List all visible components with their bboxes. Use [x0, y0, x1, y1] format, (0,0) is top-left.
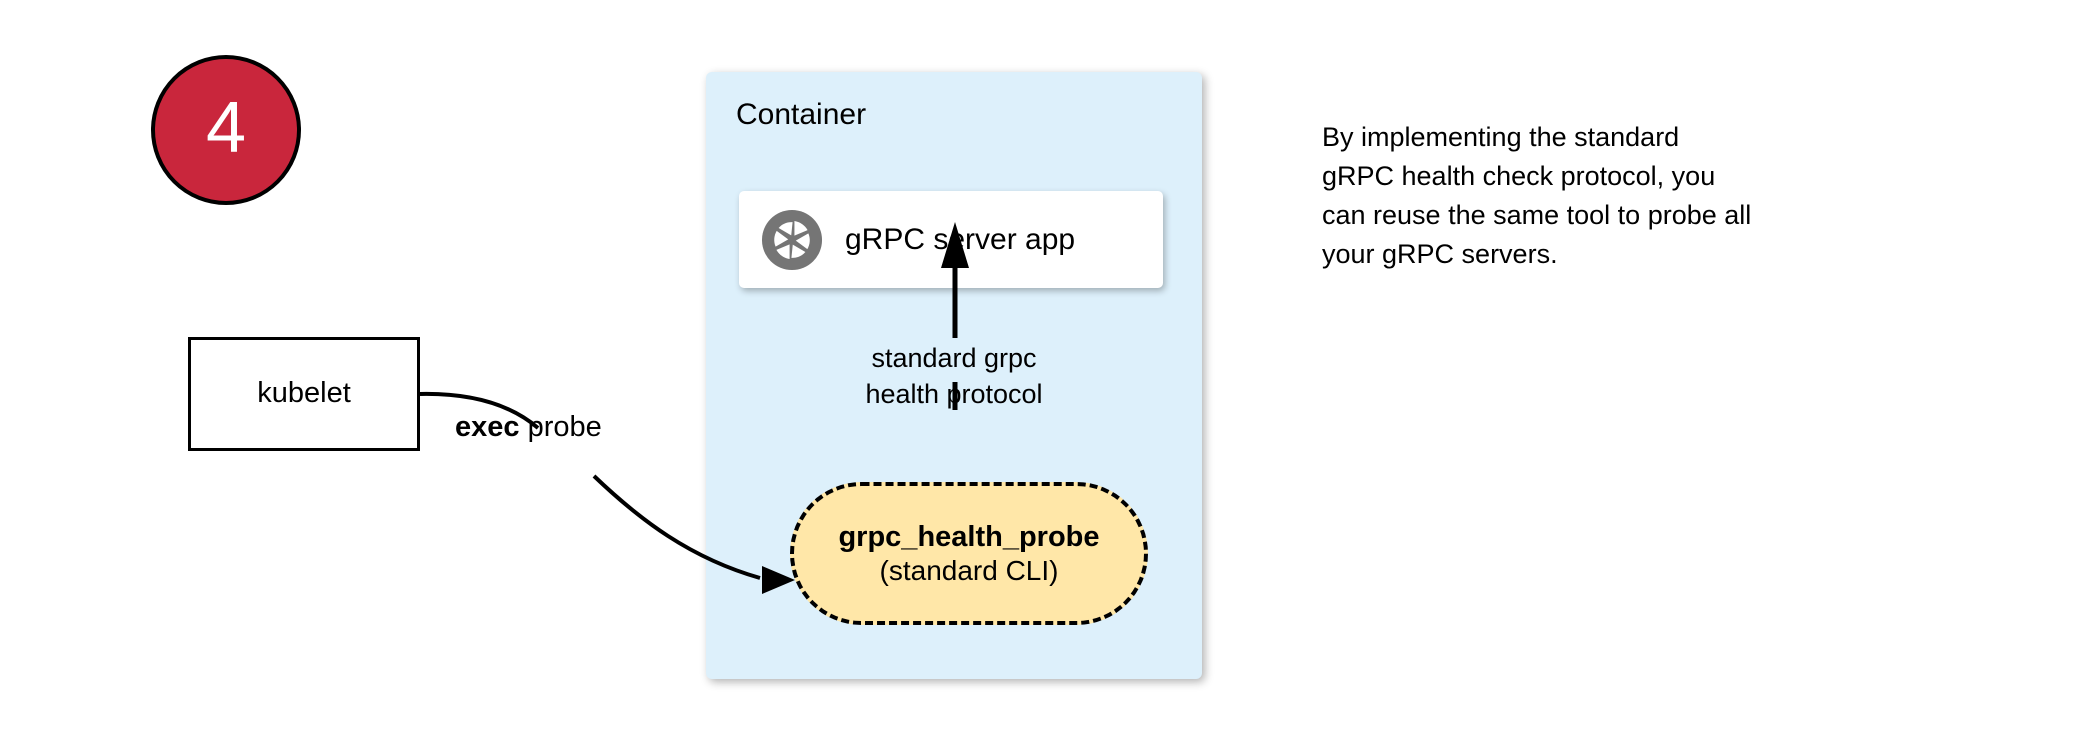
step-number-text: 4 [205, 88, 247, 168]
caption-line-1: By implementing the standard [1322, 122, 1680, 152]
exec-probe-bold-text: exec [455, 411, 520, 443]
step-number-badge: 4 [151, 55, 301, 205]
health-protocol-edge-label: standard grpc health protocol [706, 340, 1202, 412]
health-protocol-line-2: health protocol [865, 379, 1043, 409]
grpc-health-probe-title: grpc_health_probe [838, 520, 1100, 553]
grpc-server-app-label: gRPC server app [845, 223, 1076, 256]
caption-line-4: your gRPC servers. [1322, 239, 1558, 269]
container-title: Container [736, 98, 867, 131]
caption-line-3: can reuse the same tool to probe all [1322, 200, 1752, 230]
kubelet-label: kubelet [257, 377, 351, 410]
grpc-health-probe-subtitle: (standard CLI) [879, 555, 1059, 587]
grpc-aperture-icon [761, 209, 823, 270]
caption-text: By implementing the standard gRPC health… [1322, 118, 1922, 274]
kubelet-node: kubelet [188, 337, 420, 451]
health-protocol-line-1: standard grpc [871, 343, 1037, 373]
grpc-server-app-node: gRPC server app [739, 191, 1163, 288]
caption-line-2: gRPC health check protocol, you [1322, 161, 1716, 191]
container-group: Container gRPC server app standard grpc … [706, 72, 1202, 679]
grpc-health-probe-node: grpc_health_probe (standard CLI) [790, 482, 1148, 625]
exec-probe-rest-text: probe [519, 411, 602, 443]
exec-probe-edge-label: exec probe [455, 411, 602, 444]
